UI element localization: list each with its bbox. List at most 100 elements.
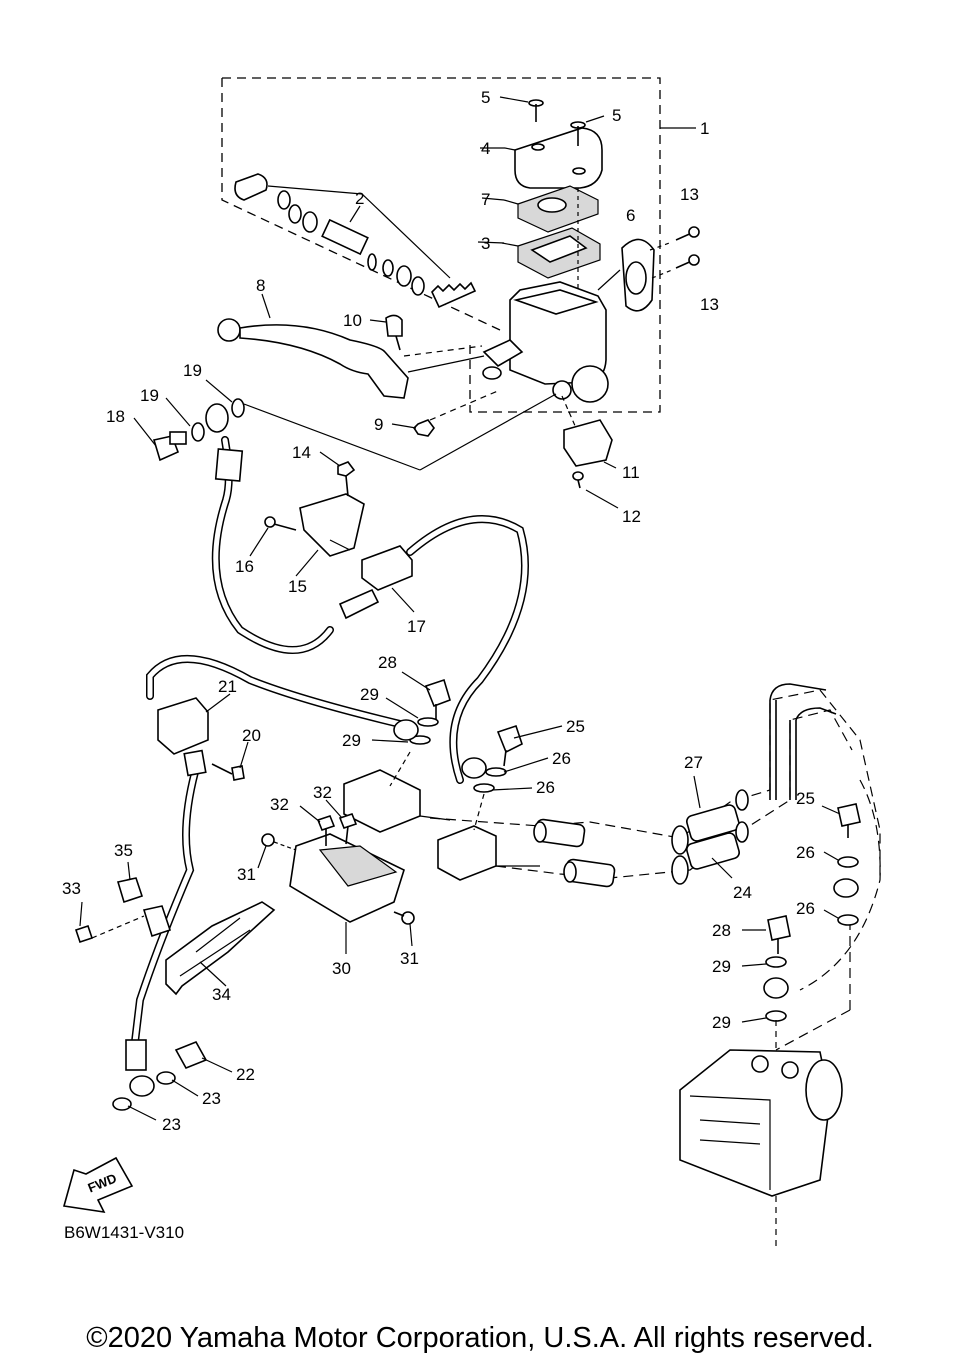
callout-18: 18 (106, 407, 125, 426)
washer-19-right (231, 398, 245, 418)
callout-26-b: 26 (536, 778, 555, 797)
callout-12: 12 (622, 507, 641, 526)
washer-29-lower-upper (765, 956, 787, 968)
bolt-33 (74, 924, 94, 944)
callout-8: 8 (256, 276, 265, 295)
diagram-code: B6W1431-V310 (64, 1223, 185, 1242)
banjo-fitting-mid (393, 719, 419, 741)
callout-29-a: 29 (360, 685, 379, 704)
callout-23-right: 23 (202, 1089, 221, 1108)
joint-block-right (437, 825, 540, 881)
washer-26-upper (485, 767, 507, 777)
callout-24: 24 (733, 883, 752, 902)
callout-20: 20 (242, 726, 261, 745)
union-bolt-22 (174, 1040, 208, 1070)
screw-5-left (499, 96, 544, 122)
callout-2: 2 (355, 189, 364, 208)
callout-26-a: 26 (552, 749, 571, 768)
union-bolt-18 (152, 431, 187, 462)
washer-29-upper (417, 717, 439, 727)
bolt-14 (337, 461, 356, 497)
union-bolt-28-upper (424, 678, 451, 720)
banjo-fitting-right (461, 757, 487, 779)
callout-35: 35 (114, 841, 133, 860)
washer-26-right-lower (837, 914, 859, 926)
bracket-34 (165, 901, 276, 996)
callout-19-right: 19 (183, 361, 202, 380)
screw-32-b (338, 813, 358, 845)
banjo-fitting-lower (763, 977, 789, 999)
assembly-boundary (221, 77, 661, 413)
abs-brake-pipes (429, 683, 881, 1051)
callout-13-upper: 13 (680, 185, 699, 204)
callout-33: 33 (62, 879, 81, 898)
callout-34: 34 (212, 985, 231, 1004)
union-bolt-28-lower (767, 915, 791, 954)
callout-29-c: 29 (712, 957, 731, 976)
brake-lever (217, 318, 485, 399)
callout-6: 6 (626, 206, 635, 225)
callout-4: 4 (481, 139, 490, 158)
fitting-27 (671, 789, 749, 855)
washer-26-right-upper (837, 856, 859, 868)
left-brake-hose (130, 654, 404, 1054)
union-bolt-25-upper (496, 724, 523, 767)
callout-13-lower: 13 (700, 295, 719, 314)
callout-10: 10 (343, 311, 362, 330)
callout-5-right: 5 (612, 106, 621, 125)
abs-cover (289, 833, 405, 954)
fwd-arrow: FWD (62, 1156, 134, 1214)
callout-32-left: 32 (270, 795, 289, 814)
callout-25-right: 25 (796, 789, 815, 808)
banjo-fitting-top (205, 403, 229, 433)
callout-14: 14 (292, 443, 311, 462)
joint-17 (338, 545, 415, 620)
screw-31-right (393, 911, 415, 925)
callout-16: 16 (235, 557, 254, 576)
upper-brake-hose (211, 436, 529, 784)
joint-block-left (343, 769, 451, 833)
callout-numbers: 1 2 3 4 5 5 6 7 8 9 10 11 12 13 13 14 15… (62, 88, 815, 1134)
callout-7: 7 (481, 190, 490, 209)
washer-26-mid (473, 783, 495, 793)
reservoir-cap (504, 127, 603, 189)
screw-32-a (316, 815, 336, 846)
joint-21 (157, 697, 209, 777)
callout-30: 30 (332, 959, 351, 978)
clamp-bolt-lower (651, 254, 700, 279)
callout-29-d: 29 (712, 1013, 731, 1032)
switch-screw (572, 471, 619, 509)
callout-5-left: 5 (481, 88, 490, 107)
banjo-fitting-bottom (125, 1039, 155, 1097)
callout-27: 27 (684, 753, 703, 772)
piston-kit (234, 173, 477, 309)
callout-17: 17 (407, 617, 426, 636)
callout-11: 11 (622, 463, 640, 482)
callout-31-left: 31 (237, 865, 256, 884)
copyright-notice: ©2020 Yamaha Motor Corporation, U.S.A. A… (86, 1322, 874, 1354)
washer-23-right (156, 1071, 176, 1085)
screw-31-left (261, 833, 297, 851)
bolt-20 (211, 763, 245, 781)
bolt-16 (264, 516, 297, 531)
fitting-24 (671, 821, 749, 885)
abs-hydraulic-unit (679, 1049, 843, 1197)
fitting-mid-upper (533, 818, 586, 848)
callout-9: 9 (374, 415, 383, 434)
callout-3: 3 (481, 234, 490, 253)
diaphragm-holder (503, 185, 599, 233)
washer-29-lower-bottom (765, 1010, 787, 1022)
clamp-35 (91, 877, 172, 939)
callout-26-d: 26 (796, 899, 815, 918)
clamp-bolt-upper (649, 226, 700, 251)
callout-28-upper: 28 (378, 653, 397, 672)
pivot-bolt (385, 314, 483, 357)
pivot-nut (412, 389, 501, 437)
callout-23-left: 23 (162, 1115, 181, 1134)
brake-light-switch (561, 395, 617, 469)
fitting-mid-lower (563, 858, 616, 888)
callout-19-left: 19 (140, 386, 159, 405)
handlebar-clamp (597, 238, 655, 312)
